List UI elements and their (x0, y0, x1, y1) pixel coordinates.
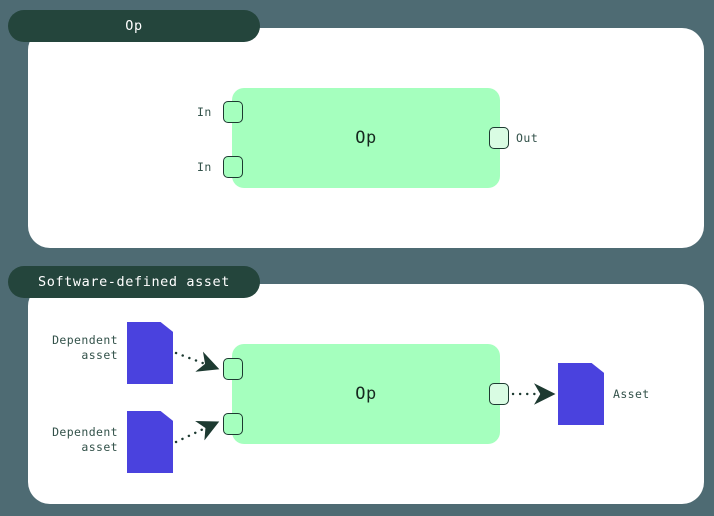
op-node-top-label: Op (355, 128, 377, 148)
op-node-top[interactable]: Op (232, 88, 500, 188)
op-bottom-output-port[interactable] (489, 383, 509, 405)
op-top-input-port-1[interactable] (223, 101, 243, 123)
op-node-bottom[interactable]: Op (232, 344, 500, 444)
tab-software-defined-asset[interactable]: Software-defined asset (8, 266, 260, 298)
op-top-input-label-2: In (197, 160, 212, 174)
asset-label: Asset (613, 387, 650, 401)
op-top-input-label-1: In (197, 105, 212, 119)
op-top-output-label: Out (516, 131, 539, 145)
op-bottom-input-port-2[interactable] (223, 413, 243, 435)
dependent-asset-label-1: Dependent asset (52, 333, 118, 362)
tab-op[interactable]: Op (8, 10, 260, 42)
document-icon[interactable] (127, 322, 173, 384)
op-top-input-port-2[interactable] (223, 156, 243, 178)
document-icon[interactable] (558, 363, 604, 425)
op-bottom-input-port-1[interactable] (223, 358, 243, 380)
op-top-output-port[interactable] (489, 127, 509, 149)
document-icon[interactable] (127, 411, 173, 473)
dependent-asset-label-2: Dependent asset (52, 425, 118, 454)
op-node-bottom-label: Op (355, 384, 377, 404)
